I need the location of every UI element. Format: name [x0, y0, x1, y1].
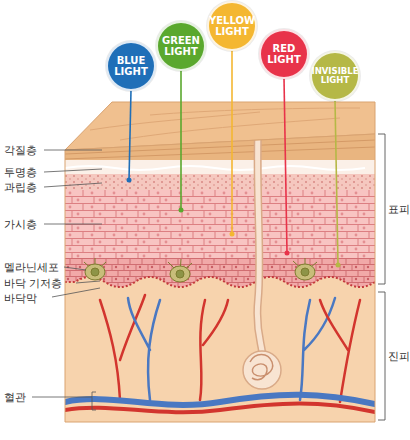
light-circle: INVISIBLE LIGHT — [310, 51, 360, 101]
light-label: RED LIGHT — [264, 43, 304, 65]
layer-label: 표피 — [388, 202, 410, 217]
light-circle: YELLOW LIGHT — [207, 1, 257, 51]
layer-label: 각질층 — [4, 143, 37, 158]
layer-label: 진피 — [388, 349, 410, 364]
layer-label: 바닥막 — [4, 291, 37, 306]
light-circle: BLUE LIGHT — [106, 41, 156, 91]
layer-label: 멜라닌세포 — [4, 260, 59, 275]
light-circle: GREEN LIGHT — [156, 21, 206, 71]
light-circle: RED LIGHT — [259, 29, 309, 79]
layer-label: 혈관 — [4, 390, 26, 405]
light-label: GREEN LIGHT — [161, 35, 201, 57]
light-label: YELLOW LIGHT — [209, 15, 255, 37]
layer-label: 과립층 — [4, 180, 37, 195]
layer-label: 바닥 기저층 — [4, 276, 63, 291]
light-label: INVISIBLE LIGHT — [312, 67, 359, 86]
layer-label: 가시층 — [4, 217, 37, 232]
light-label: BLUE LIGHT — [111, 55, 151, 77]
layer-label: 투명층 — [4, 165, 37, 180]
